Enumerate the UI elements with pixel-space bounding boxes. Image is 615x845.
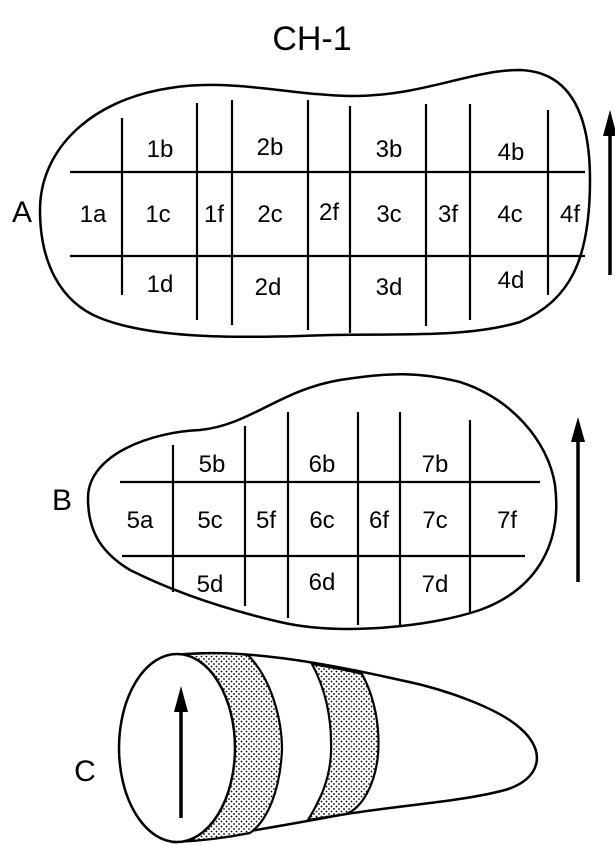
cell-label: 5b [199,451,226,478]
cell-label: 6d [309,569,336,596]
cell-label: 1a [80,201,107,228]
panel-a: 1a 1b 1c 1d 1f 2b 2c 2d 2f 3b 3c 3d 3f 4… [12,68,615,339]
cell-label: 1b [147,136,174,163]
cell-label: 1c [145,201,170,228]
panel-b-label: B [52,484,72,517]
panel-c-label: C [74,755,96,788]
cell-label: 4f [560,201,580,228]
cell-label: 3f [438,201,458,228]
panel-c-band [305,662,380,822]
cell-label: 2c [257,201,282,228]
panel-c: C [74,651,538,844]
panel-c-opening [117,652,237,844]
cell-label: 3c [376,201,401,228]
cell-label: 7f [497,507,517,534]
cell-label: 4b [498,139,525,166]
cell-label: 4d [498,267,525,294]
cell-label: 3b [376,136,403,163]
cell-label: 7c [422,507,447,534]
cell-label: 6c [309,507,334,534]
panel-b-arrow [571,417,585,582]
cell-label: 2b [257,134,284,161]
cell-label: 7b [422,451,449,478]
cell-label: 5d [197,571,224,598]
panel-c-arrow [174,686,188,818]
panel-a-label: A [12,196,32,229]
figure-title: CH-1 [272,20,351,58]
cell-label: 5a [127,507,154,534]
panel-b-outline [86,373,558,631]
cell-label: 7d [422,571,449,598]
cell-label: 5f [256,507,276,534]
cell-label: 1d [147,271,174,298]
panel-a-outline [38,68,592,339]
cell-label: 2d [255,274,282,301]
panel-a-arrow [603,110,615,275]
cell-label: 3d [376,274,403,301]
cell-label: 1f [204,201,224,228]
cell-label: 5c [197,507,222,534]
cell-label: 4c [497,201,522,228]
cell-label: 6b [309,451,336,478]
panel-b: 5a 5b 5c 5d 5f 6b 6c 6d 6f 7b 7c 7d 7f B [52,373,585,631]
cell-label: 6f [369,507,389,534]
cell-label: 2f [319,199,339,226]
